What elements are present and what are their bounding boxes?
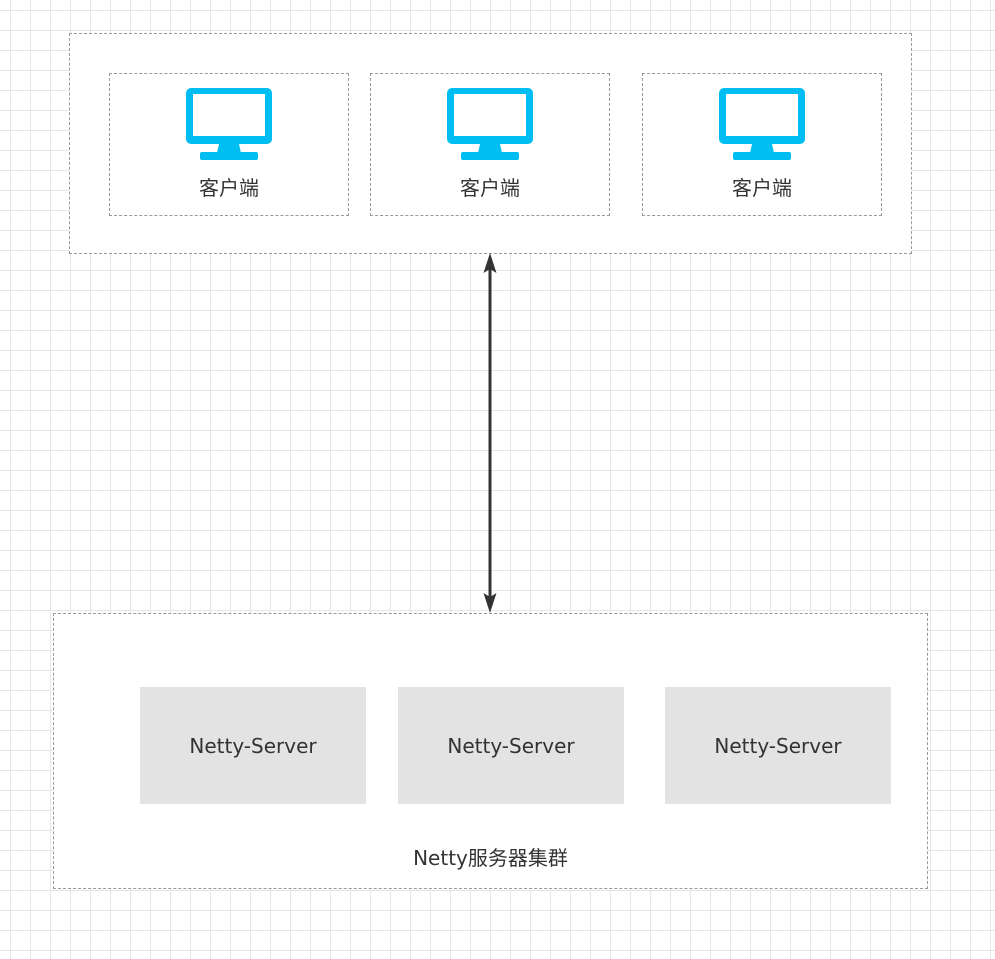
client-label: 客户端	[199, 176, 259, 200]
server-node[interactable]: Netty-Server	[398, 687, 624, 804]
server-label: Netty-Server	[189, 733, 317, 758]
server-node[interactable]: Netty-Server	[665, 687, 891, 804]
server-node[interactable]: Netty-Server	[140, 687, 366, 804]
arrow-head-up-icon	[483, 253, 497, 273]
monitor-icon	[447, 88, 533, 160]
client-node[interactable]: 客户端	[109, 73, 349, 216]
arrow-head-down-icon	[483, 593, 497, 613]
server-label: Netty-Server	[447, 733, 575, 758]
client-node[interactable]: 客户端	[642, 73, 882, 216]
monitor-icon	[719, 88, 805, 160]
monitor-icon	[186, 88, 272, 160]
server-label: Netty-Server	[714, 733, 842, 758]
bidirectional-arrow[interactable]	[470, 250, 510, 620]
client-node[interactable]: 客户端	[370, 73, 610, 216]
client-label: 客户端	[732, 176, 792, 200]
client-label: 客户端	[460, 176, 520, 200]
cluster-label: Netty服务器集群	[413, 846, 568, 870]
